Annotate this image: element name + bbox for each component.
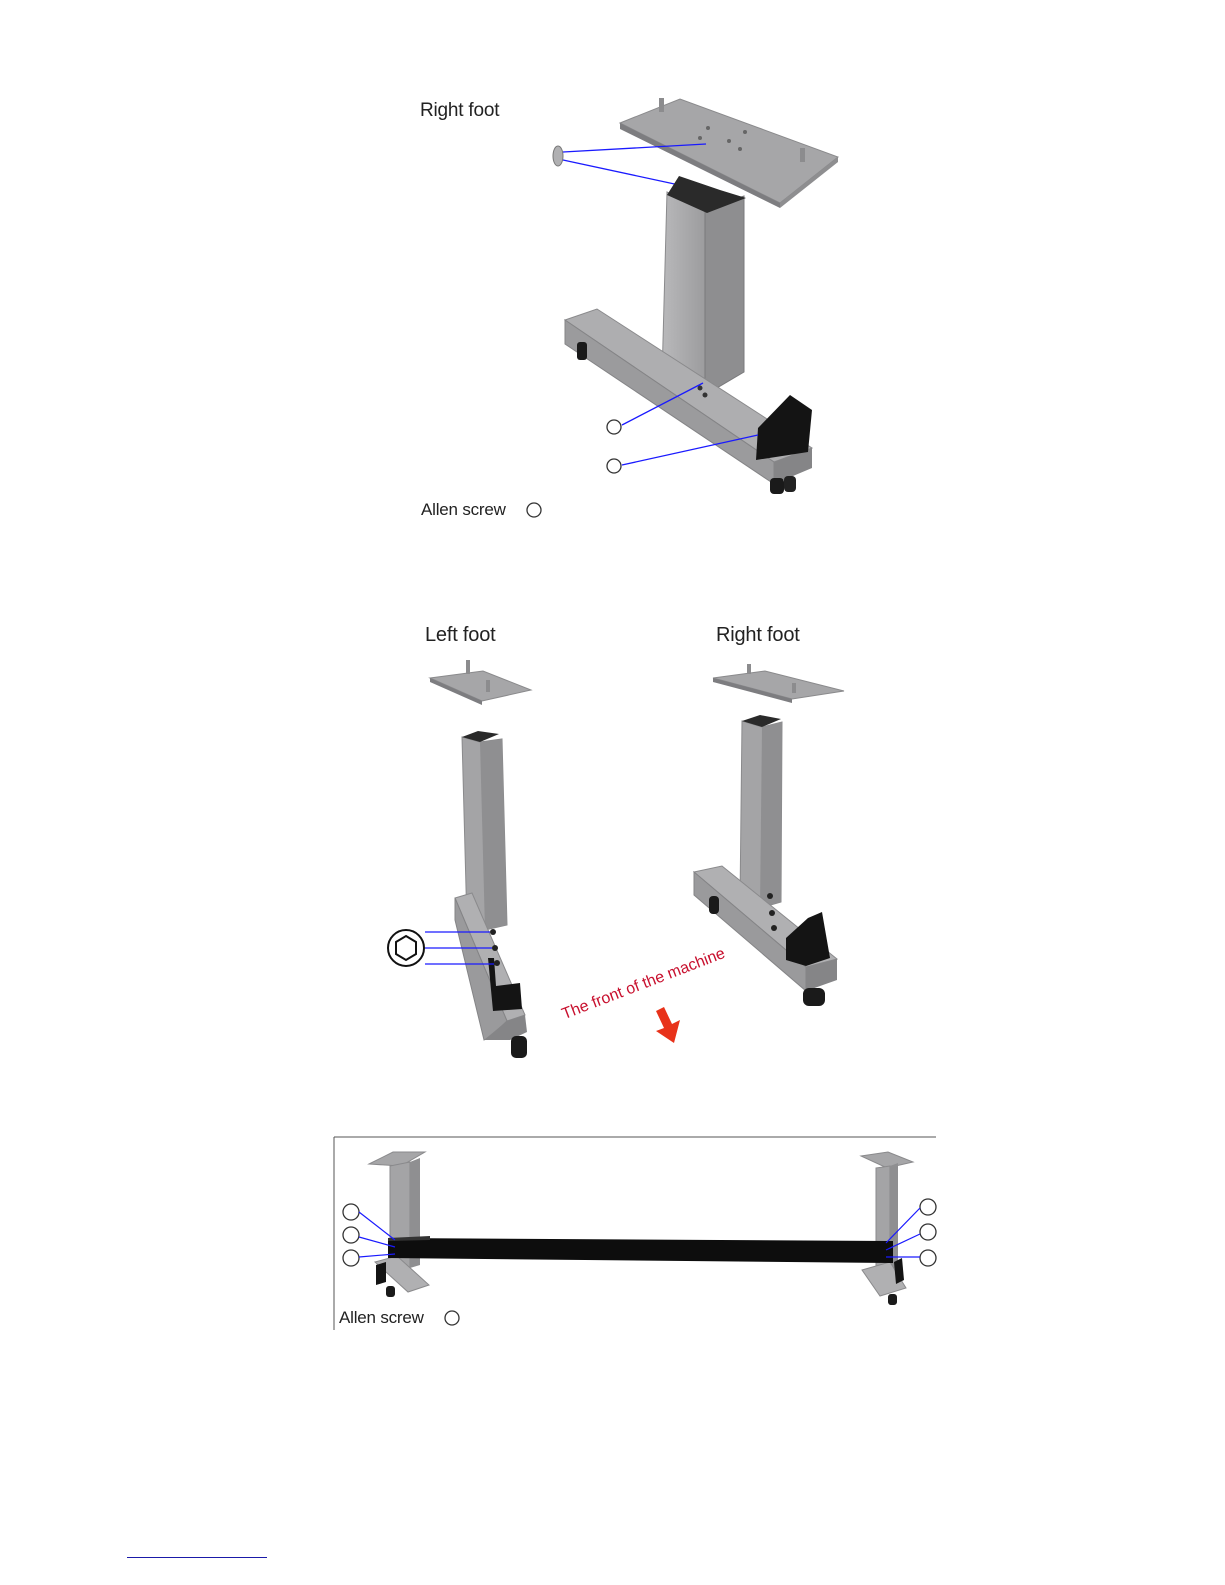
caster	[770, 478, 784, 494]
figure2-right-title: Right foot	[716, 624, 800, 647]
footnote-rule	[127, 1557, 267, 1558]
allen-screw-symbol	[343, 1250, 359, 1266]
allen-screw-symbol	[343, 1227, 359, 1243]
cross-beam	[388, 1238, 893, 1263]
allen-screw-symbol	[920, 1250, 936, 1266]
allen-screw-symbol	[607, 459, 621, 473]
figure3-assembled-stand	[334, 1137, 936, 1330]
allen-screw-symbol	[607, 420, 621, 434]
right-bracket	[786, 912, 830, 966]
bracket	[756, 395, 812, 460]
figure2-left-title: Left foot	[425, 624, 495, 647]
figure1-legend-label: Allen screw	[421, 500, 506, 520]
caster	[511, 1036, 527, 1058]
figure1-right-foot-exploded	[527, 98, 838, 517]
front-direction-arrow	[656, 1007, 680, 1043]
allen-screw-symbol	[920, 1224, 936, 1240]
caster	[709, 896, 719, 914]
caster	[803, 988, 825, 1006]
allen-screw-symbol	[920, 1199, 936, 1215]
figure1-title: Right foot	[420, 100, 499, 122]
allen-screw-legend-icon	[527, 503, 541, 517]
bolt-head	[553, 146, 563, 166]
caster	[784, 476, 796, 492]
figure3-legend-label: Allen screw	[339, 1308, 424, 1328]
right-leg-plate	[861, 1152, 913, 1168]
plate-pin	[659, 98, 664, 112]
allen-screw-legend-icon	[445, 1311, 459, 1325]
caster	[577, 342, 587, 360]
allen-screw-symbol	[343, 1204, 359, 1220]
plate-pin	[800, 148, 805, 162]
